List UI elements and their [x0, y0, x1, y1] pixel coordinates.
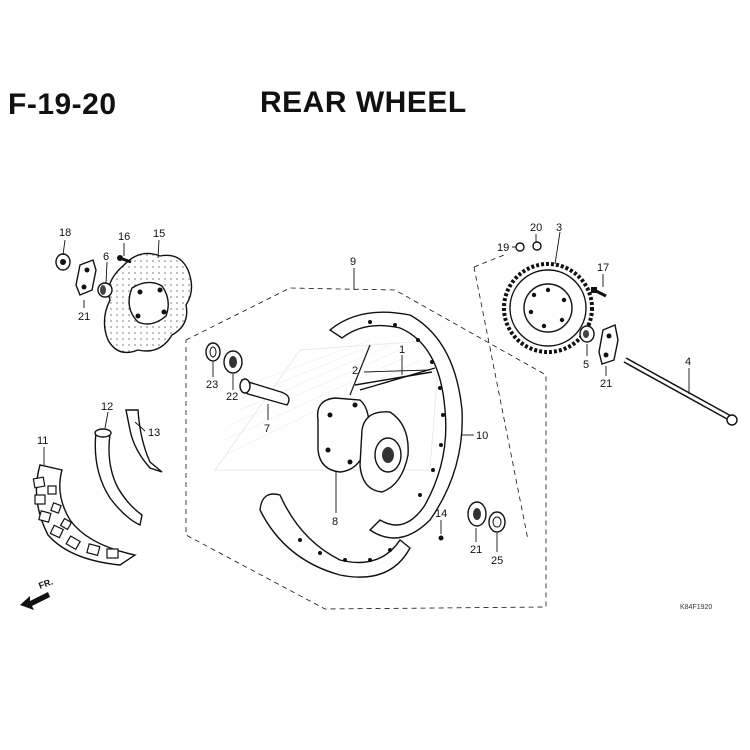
callout-23: 22 — [226, 391, 238, 403]
distance-collar — [239, 378, 290, 406]
right-axle-plate — [598, 324, 619, 365]
callout-13: 13 — [148, 427, 160, 439]
valve-cap — [438, 535, 444, 541]
assembly-outline — [185, 254, 547, 610]
sprocket-washer — [532, 241, 542, 251]
callout-2: 2 — [352, 365, 358, 377]
bearing-right — [467, 501, 487, 527]
disc-bolt — [117, 255, 132, 264]
callout-18: 18 — [59, 227, 71, 239]
callout-15: 15 — [153, 228, 165, 240]
callout-24: 23 — [206, 379, 218, 391]
dust-seal-right — [488, 511, 506, 533]
callout-25: 25 — [491, 555, 503, 567]
bearing-left — [223, 350, 243, 374]
figure-reference: K84F1920 — [680, 604, 712, 611]
leader-lines — [43, 231, 690, 552]
inner-tube — [94, 428, 143, 527]
callout-21-right: 21 — [600, 378, 612, 390]
sprocket-nut — [515, 242, 525, 252]
callout-labels: 18 16 15 6 21 9 1 2 10 23 22 7 8 12 13 1… — [37, 222, 691, 567]
right-collar — [579, 325, 595, 343]
spokes — [349, 344, 436, 396]
disc-nut — [55, 253, 71, 271]
callout-17: 17 — [597, 262, 609, 274]
front-arrow-icon: FR. — [20, 577, 54, 610]
callout-14: 14 — [435, 508, 447, 520]
left-collar — [97, 282, 113, 298]
diagram-title: REAR WHEEL — [260, 86, 467, 119]
front-direction-label: FR. — [37, 577, 54, 591]
rim — [259, 311, 463, 578]
callout-7: 7 — [264, 423, 270, 435]
rear-axle — [623, 357, 738, 426]
callout-5: 5 — [583, 359, 589, 371]
dust-seal-left — [205, 342, 221, 362]
callout-3: 3 — [556, 222, 562, 234]
callout-8: 8 — [332, 516, 338, 528]
adjuster-bolt — [591, 287, 607, 298]
brake-disc — [103, 252, 193, 354]
tire — [32, 464, 137, 566]
callout-22: 21 — [470, 544, 482, 556]
callout-12: 12 — [101, 401, 113, 413]
diagram-code: F-19-20 — [8, 88, 117, 121]
callout-4: 4 — [685, 356, 691, 368]
callout-16: 16 — [118, 231, 130, 243]
rim-band — [125, 409, 163, 473]
callout-6: 6 — [103, 251, 109, 263]
hub — [316, 397, 409, 493]
callout-21-left: 21 — [78, 311, 90, 323]
callout-20: 20 — [530, 222, 542, 234]
callout-10: 10 — [476, 430, 488, 442]
callout-19: 19 — [497, 242, 509, 254]
left-axle-plate — [75, 259, 97, 296]
callout-1: 1 — [399, 344, 405, 356]
driven-sprocket — [502, 262, 594, 354]
callout-9: 9 — [350, 256, 356, 268]
callout-11: 11 — [37, 435, 48, 447]
